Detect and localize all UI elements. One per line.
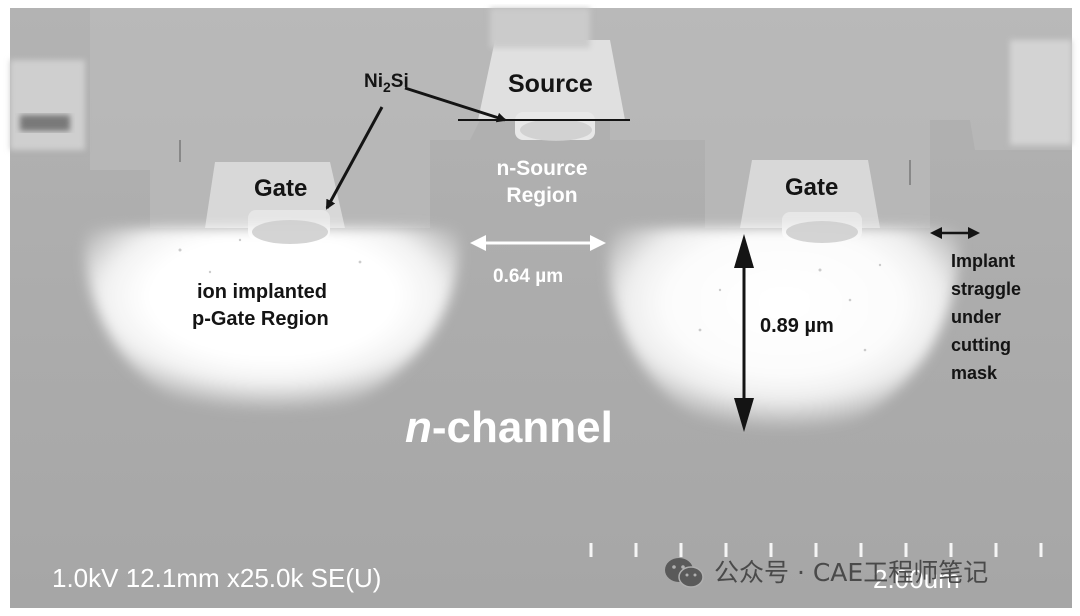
implant-line1: Implant — [951, 251, 1016, 271]
implant-line3: under — [951, 307, 1002, 327]
n-source-line2: Region — [506, 184, 578, 207]
gate-label-left: Gate — [254, 175, 308, 202]
depth-dimension-arrow — [734, 234, 754, 432]
implant-line5: mask — [951, 363, 998, 383]
nisi-label-tail: Si — [390, 71, 409, 92]
ion-line2: p-Gate Region — [192, 308, 329, 330]
n-channel-italic: n — [405, 403, 432, 452]
edge-debris-right — [1010, 40, 1072, 145]
implant-line4: cutting — [951, 335, 1011, 355]
implant-region-left — [84, 228, 461, 422]
straggle-arrow — [930, 227, 980, 239]
implant-region-right — [608, 228, 961, 442]
nisi-arrows — [325, 86, 507, 210]
nisi-label-main: Ni — [364, 71, 383, 92]
depth-measure-label: 0.89 µm — [760, 315, 834, 337]
n-source-region-label: n-Source Region — [482, 155, 602, 209]
gate-label-right: Gate — [785, 174, 839, 201]
n-channel-label: n-channel — [405, 406, 613, 450]
watermark-text: 公众号 · CAE工程师笔记 — [714, 558, 989, 587]
n-source-line1: n-Source — [496, 157, 588, 180]
edge-debris-left — [10, 60, 85, 150]
ion-line1: ion implanted — [197, 281, 327, 303]
ion-implanted-label: ion implanted p-Gate Region — [192, 279, 329, 333]
nisi-label: Ni2Si — [364, 72, 409, 94]
wechat-icon — [665, 558, 704, 588]
width-measure-label: 0.64 µm — [493, 266, 564, 287]
scale-bar-ticks — [589, 543, 1043, 557]
nisi-label-subscript: 2 — [383, 78, 391, 95]
n-channel-rest: -channel — [431, 403, 613, 452]
source-label: Source — [508, 70, 593, 98]
scale-bar-text: 2.00um — [873, 564, 960, 594]
implant-straggle-label: Implant straggle under cutting mask — [951, 247, 1021, 387]
sem-params-text: 1.0kV 12.1mm x25.0k SE(U) — [52, 563, 382, 593]
width-dimension-arrow — [470, 235, 606, 251]
implant-line2: straggle — [951, 279, 1022, 299]
